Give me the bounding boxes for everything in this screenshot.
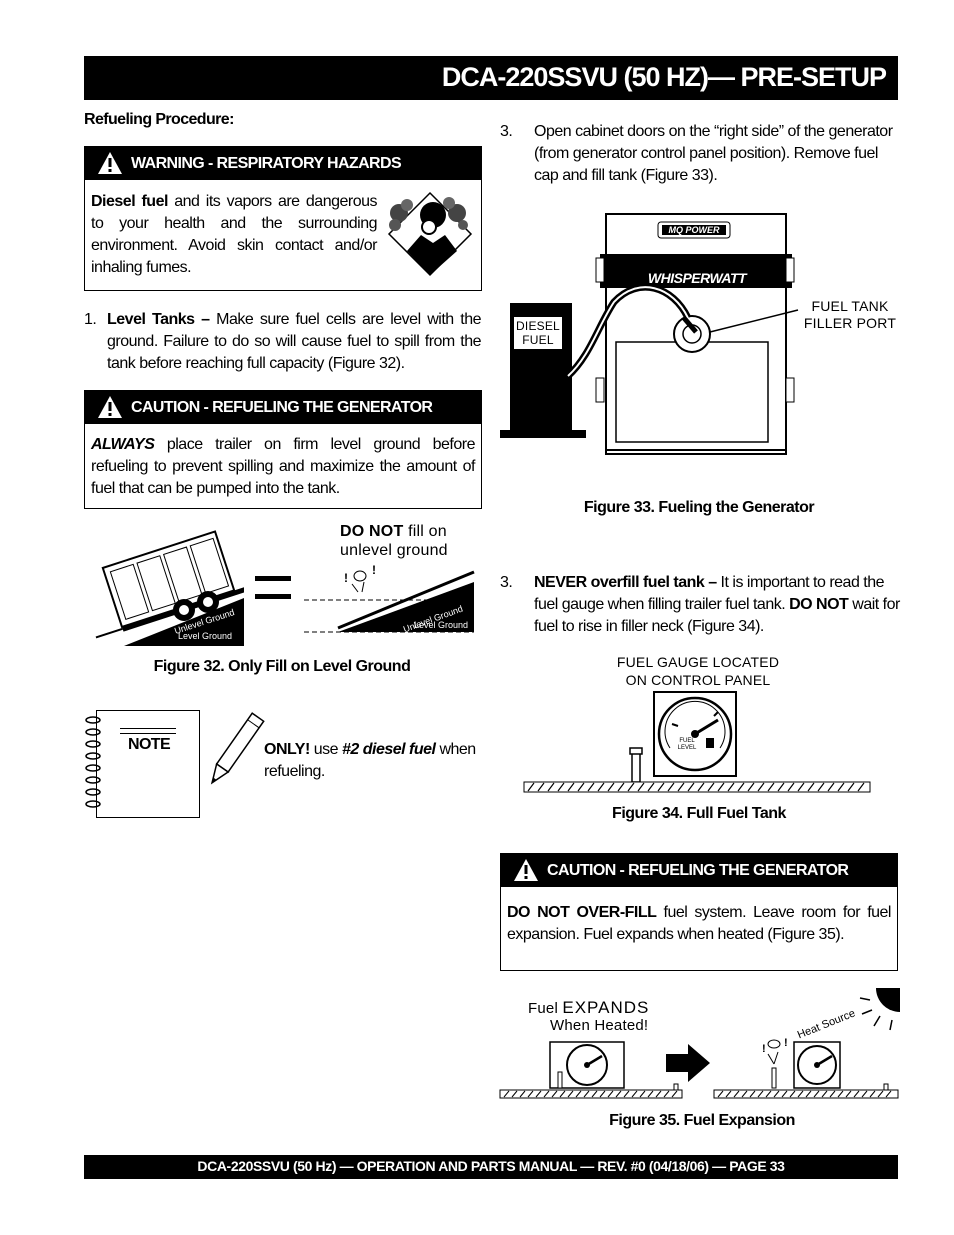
caution-header-2: CAUTION - REFUELING THE GENERATOR [501,854,897,887]
respiratory-hazard-icon [387,191,473,277]
page-footer: DCA-220SSVU (50 Hz) — OPERATION AND PART… [84,1155,898,1179]
step1-body: Make sure fuel cells are level with the … [107,311,482,372]
svg-text:!: ! [762,1043,766,1055]
fig33-pump-label: DIESEL FUEL [514,319,562,347]
svg-text:!: ! [372,563,376,577]
caution-title-1: CAUTION - REFUELING THE GENERATOR [131,399,433,416]
warning-respiratory-box: WARNING - RESPIRATORY HAZARDS Diesel fue… [84,146,482,291]
warning-lead: Diesel fuel [91,193,168,210]
warning-text: and its vapors are dangerous to your hea… [91,193,378,276]
note-label: NOTE [128,736,171,753]
note-lead: ONLY! [264,741,310,758]
figure-32: Unlevel Ground Level Ground DO NOT fill … [84,518,480,648]
equals-sign-top [255,576,291,581]
fig33-brand: MQ POWER [668,225,720,235]
step1-number: 1. [84,311,97,328]
note-tail: when refueling. [264,741,476,780]
step1-lead: Level Tanks – [107,311,210,328]
figure-35-expansion-illustration: ! ! Heat Source [499,988,900,1099]
fig33-pump-label-1: DIESEL [516,319,560,333]
figure-33-caption: Figure 33. Fueling the Generator [583,499,815,516]
figure-34-gauge-illustration [523,691,871,793]
note-notebook: NOTE [84,710,200,820]
fig35-heat-source: Heat Source [796,1007,857,1041]
caution-triangle-icon [98,396,122,418]
warning-title: WARNING - RESPIRATORY HAZARDS [131,155,402,172]
fig34-label-1: FUEL GAUGE LOCATED [616,654,780,670]
caution-refueling-box-2: CAUTION - REFUELING THE GENERATOR DO NOT… [500,853,898,971]
fig35-fuel: Fuel [528,1000,563,1017]
fig33-pump-label-2: FUEL [522,333,554,347]
fig35-title: Fuel EXPANDS [528,998,649,1018]
figure-35-caption: Figure 35. Fuel Expansion [609,1112,795,1129]
step3b-text: NEVER overfill fuel tank – It is importa… [534,572,900,638]
caution-body-1: ALWAYS place trailer on firm level groun… [91,434,476,500]
fig32-do-not-text: DO NOT fill on [340,523,447,541]
caution-triangle-icon [514,859,538,881]
caution-header-1: CAUTION - REFUELING THE GENERATOR [85,391,481,424]
caution-text-1: place trailer on firm level ground befor… [91,436,476,497]
note-emph: #2 diesel fuel [342,741,436,758]
fig34-label-2: ON CONTROL PANEL [625,672,771,688]
caution-body-2: DO NOT OVER-FILL fuel system. Leave room… [507,902,891,946]
fig33-model: WHISPERWATT [647,270,747,286]
note-mid: use [309,741,342,758]
fig34-gauge-2: LEVEL [677,745,697,751]
fig33-callout-2: FILLER PORT [803,315,897,331]
figure-34-caption: Figure 34. Full Fuel Tank [612,805,786,822]
fig32-do-not: DO NOT [340,523,404,540]
caution-title-2: CAUTION - REFUELING THE GENERATOR [547,862,849,879]
fig32-level-label-2: Level Ground [414,620,468,630]
caution-text-2: fuel system. Leave room for fuel expansi… [507,904,891,943]
footer-text: DCA-220SSVU (50 Hz) — OPERATION AND PART… [197,1158,785,1174]
caution-refueling-box-1: CAUTION - REFUELING THE GENERATOR ALWAYS… [84,390,482,509]
step3b-lead: NEVER overfill fuel tank – [534,574,717,591]
step3a-text: Open cabinet doors on the “right side” o… [534,123,893,184]
trailer-generator-illustration: Unlevel Ground Level Ground [95,530,244,646]
section-title: Refueling Procedure: [84,111,234,128]
fig32-level-label-1: Level Ground [178,631,232,641]
fig32-do-not-rest: fill on [403,523,447,540]
step3b-body1: It is important to read the fuel gauge w… [534,574,885,613]
unlevel-ground-illustration: ! ! Unlevel Ground Level Ground [304,563,475,634]
figure-33-fueling-illustration [500,213,799,455]
fig33-callout-1: FUEL TANK [811,298,889,314]
figure-32-caption: Figure 32. Only Fill on Level Ground [153,658,411,675]
equals-sign-bottom [255,594,291,599]
spiral-binding-icon [85,716,101,808]
note-rule-top [120,728,176,729]
caution-lead-1: ALWAYS [91,436,155,453]
pencil-icon [210,712,265,785]
fig32-unlevel-ground-text: unlevel ground [340,542,448,559]
step3a-number: 3. [500,123,513,140]
fig34-gauge-1: FUEL [679,738,695,744]
fig34-label: FUEL GAUGE LOCATED ON CONTROL PANEL [598,653,798,689]
step3b-bold2: DO NOT [789,596,849,613]
page-header-banner: DCA-220SSVU (50 HZ)— PRE-SETUP [84,56,898,100]
note-page [96,710,200,818]
step3b-body2: wait for fuel to rise in filler neck (Fi… [534,596,900,635]
note-rule-bottom [120,733,176,734]
page-title: DCA-220SSVU (50 HZ)— PRE-SETUP [441,62,887,92]
note-text: ONLY! use #2 diesel fuel when refueling. [264,739,482,783]
fig35-expands: EXPANDS [562,998,650,1017]
fig34-gauge-label: FUEL LEVEL [674,738,700,752]
warning-triangle-icon [98,152,122,174]
warning-body: Diesel fuel and its vapors are dangerous… [91,191,378,279]
warning-header: WARNING - RESPIRATORY HAZARDS [85,147,481,180]
svg-text:!: ! [344,571,348,585]
fig35-when-heated: When Heated! [550,1017,649,1034]
svg-text:!: ! [784,1037,788,1049]
step3b-number: 3. [500,574,513,591]
caution-lead-2: DO NOT OVER-FILL [507,904,657,921]
fig33-callout: FUEL TANK FILLER PORT [800,298,900,332]
step1-text: Level Tanks – Make sure fuel cells are l… [107,309,482,375]
